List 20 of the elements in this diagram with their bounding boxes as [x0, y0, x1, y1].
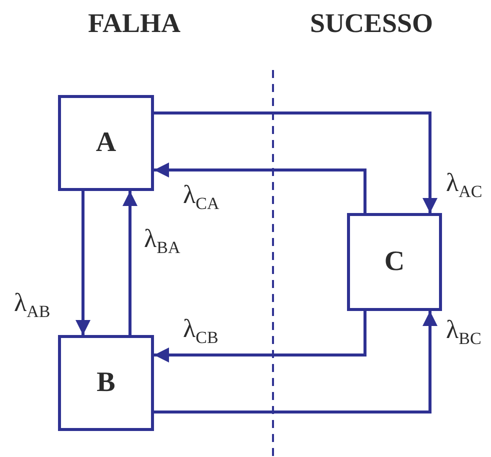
- edge-label: λ$_{BA}$: [144, 226, 180, 256]
- column-heading: FALHA: [88, 8, 180, 39]
- state-label: C: [384, 246, 405, 278]
- edge-label: λ$_{AC}$: [446, 170, 482, 200]
- arrow: [154, 311, 438, 414]
- state-label: A: [96, 127, 116, 159]
- edge-label: λ$_{AB}$: [14, 290, 50, 320]
- arrow: [154, 112, 438, 213]
- arrow: [76, 191, 90, 335]
- arrow: [154, 311, 366, 362]
- column-heading: SUCESSO: [310, 8, 434, 39]
- edge-label: λ$_{BC}$: [446, 317, 482, 347]
- state-box: [58, 95, 154, 191]
- edge-label: λ$_{CB}$: [183, 316, 218, 346]
- state-box: [347, 213, 442, 311]
- arrow: [122, 191, 138, 335]
- arrow: [154, 162, 366, 213]
- state-label: B: [96, 367, 116, 399]
- state-box: [58, 335, 154, 431]
- edge-label: λ$_{CA}$: [183, 182, 220, 212]
